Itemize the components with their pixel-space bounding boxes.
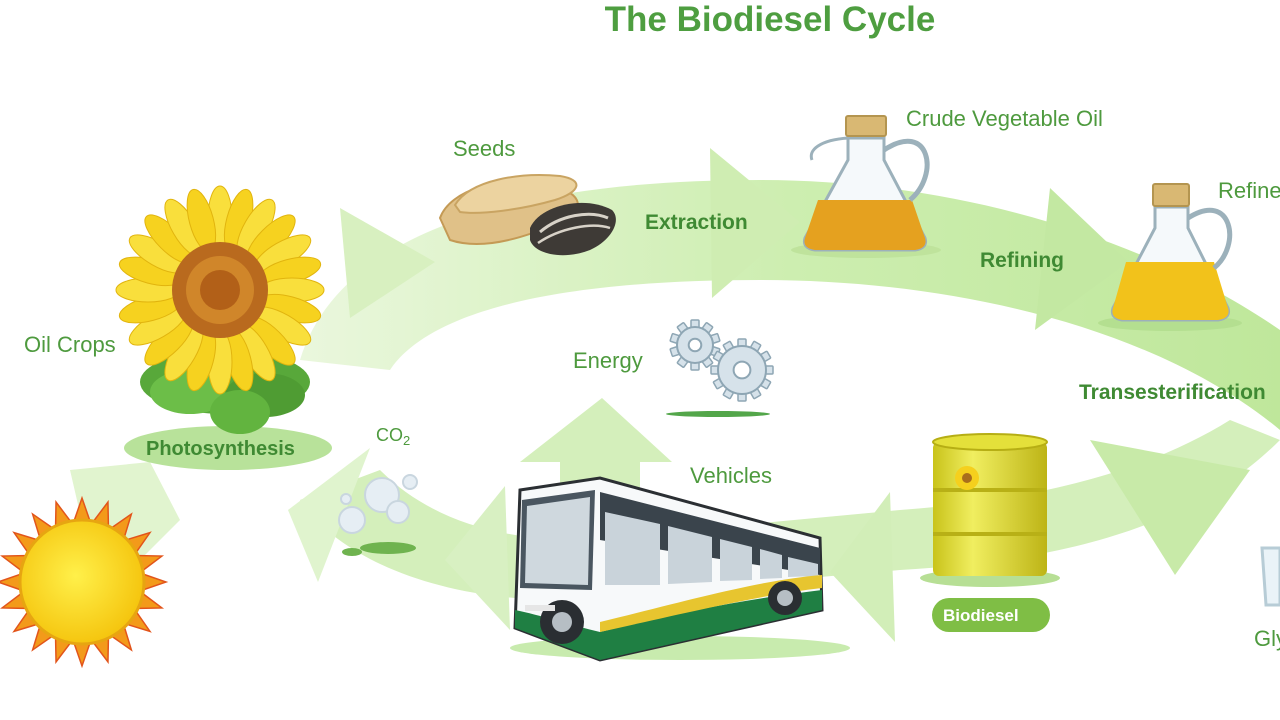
refined-oil-jug-icon [1098,183,1242,331]
sunflower-icon [115,185,325,434]
gear-hole [732,360,752,380]
arrow-to-co2 [288,448,370,582]
photosynthesis-pill [124,426,332,470]
label-refined-partial: Refine [1218,178,1280,203]
bus-icon [510,476,850,662]
label-vehicles: Vehicles [690,463,772,488]
arrow-to-seeds [340,208,435,318]
label-photosynthesis: Photosynthesis [146,438,295,460]
label-seeds: Seeds [453,136,516,161]
label-co2: CO2 [376,426,410,447]
arrow-refining [1035,188,1128,330]
label-extraction: Extraction [645,211,748,234]
label-crude-vegetable-oil: Crude Vegetable Oil [906,106,1103,131]
arrow-extraction [710,148,800,298]
crude-oil-jug-icon [791,115,941,258]
co2-main-text: CO [376,425,403,445]
sun-icon [0,495,169,669]
label-energy: Energy [573,348,643,373]
gears-icon [666,319,774,417]
label-transesterification: Transesterification [1079,381,1266,404]
arrow-to-vehicles [445,486,510,630]
arrow-transesterification [1090,440,1250,575]
label-biodiesel: Biodiesel [943,606,1019,625]
arrow-to-biodiesel [830,492,895,642]
label-glycerin-partial: Gly [1254,626,1280,651]
label-refining: Refining [980,249,1064,272]
label-oil-crops: Oil Crops [24,332,116,357]
gear-hole [687,337,703,353]
glass-icon [1260,546,1280,607]
biodiesel-badge [932,598,1050,632]
seeds-icon [438,174,616,256]
bubbles-icon [338,474,418,556]
co2-subscript: 2 [403,433,411,448]
drum-icon [920,433,1060,587]
diagram-title: The Biodiesel Cycle [604,0,936,39]
